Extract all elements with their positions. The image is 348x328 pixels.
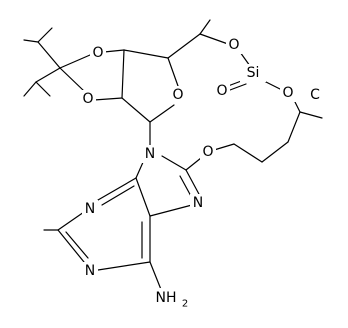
atom-n7: N (193, 195, 203, 211)
bonds (23, 19, 323, 293)
bond-ch2-ch2b (233, 143, 263, 163)
bond-c2-n1 (57, 229, 85, 263)
bond-c8-n7 (185, 169, 201, 197)
bond-c2-n1-double (65, 231, 89, 259)
atom-n3: N (85, 201, 95, 217)
bond-c4-c5 (167, 33, 201, 59)
bond-n3-c2 (57, 211, 85, 231)
bond-methyl-lower-tick (23, 81, 37, 97)
bond-c-tick2 (299, 111, 323, 119)
atom-o-si-double: O (216, 83, 227, 99)
bond-c4-ofur (167, 57, 179, 87)
bond-methyl-upper-tick2 (37, 27, 53, 43)
atom-o-dioxolane-top: O (92, 45, 103, 61)
bond-c2-c1 (121, 97, 151, 123)
bond-o-si (239, 51, 251, 67)
atom-o-ester: O (228, 37, 239, 53)
bond-n7-c5 (149, 204, 193, 217)
bond-c3-c4 (123, 49, 169, 59)
bond-c-ch2 (287, 111, 301, 143)
bond-c5-o (199, 33, 229, 45)
bond-cq-obot (59, 67, 85, 92)
atom-o-dioxolane-bottom: O (82, 91, 93, 107)
bond-cq-otop (59, 54, 91, 69)
bond-si-odouble-2 (229, 83, 247, 91)
atom-nh2-subscript: 2 (182, 299, 188, 310)
bond-methyl-lower-tick2 (35, 81, 51, 97)
atom-o-si-right: O (282, 85, 293, 101)
atom-labels: O O O O Si O O N O N N N NH 2 C (80, 36, 322, 310)
atom-nh2: NH (156, 290, 177, 306)
bond-c4-n3-double (101, 185, 135, 206)
bond-methyl-upper (37, 41, 61, 69)
bond-c5-c4 (135, 177, 151, 217)
bond-methyl-lower (35, 67, 61, 83)
bond-c5-tick (199, 19, 211, 35)
bond-c3-c2 (121, 49, 125, 99)
atom-n9: N (145, 146, 155, 162)
atom-n1: N (85, 263, 95, 279)
atom-o-furanose: O (172, 87, 183, 103)
bond-ch2-ch2 (261, 141, 289, 163)
bond-n9-c8 (161, 155, 187, 171)
bond-c6-nh2 (149, 261, 163, 293)
bond-ch2-oether (213, 143, 235, 151)
bond-obot-c2 (93, 97, 123, 101)
bond-c4-n3 (97, 177, 137, 201)
atom-si: Si (247, 65, 260, 81)
bond-ofur-c1 (149, 104, 175, 123)
bond-methyl-upper-tick (23, 39, 39, 43)
bond-n1-c6 (97, 261, 151, 271)
atom-c-si-right: C (310, 87, 320, 103)
atom-o-ether: O (202, 144, 213, 160)
bond-otop-c3 (103, 49, 125, 53)
